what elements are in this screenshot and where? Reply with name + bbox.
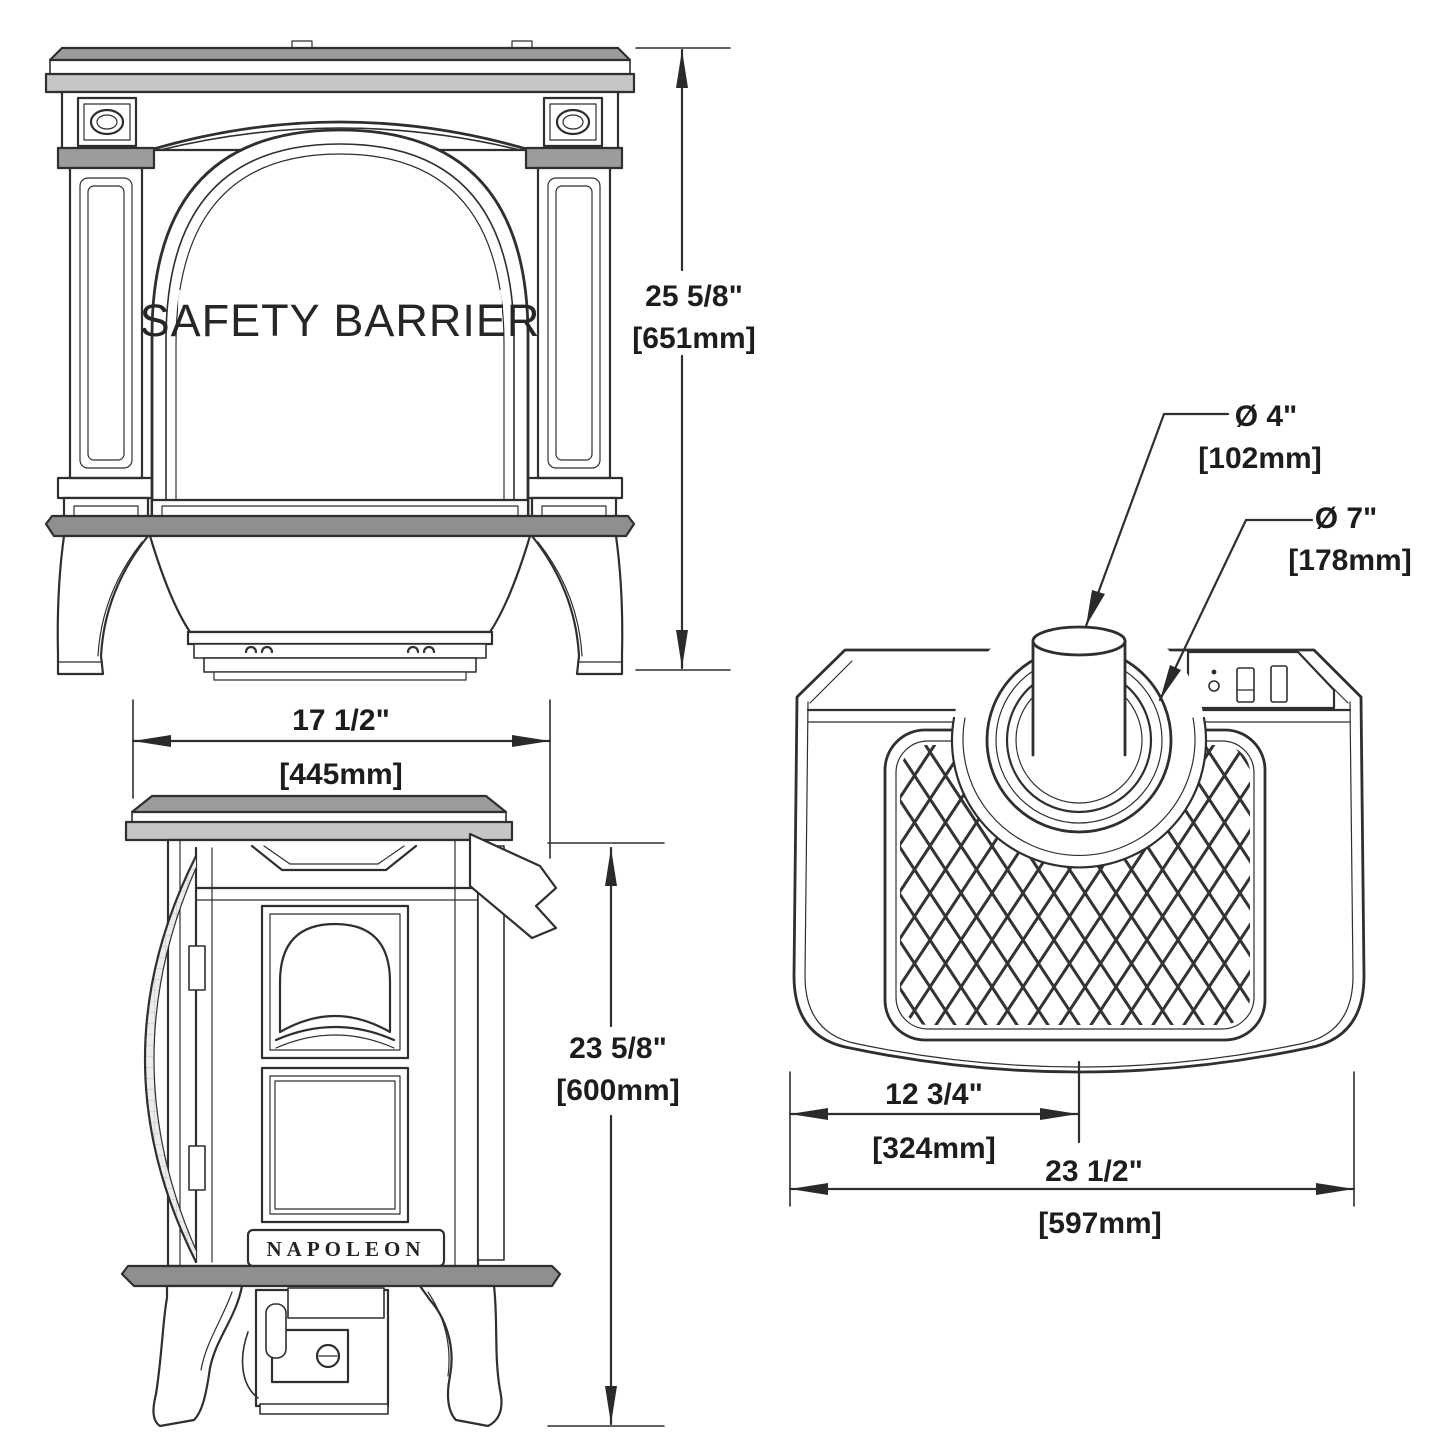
side-width-metric: [445mm]	[279, 758, 402, 791]
front-apron	[148, 534, 532, 681]
label-backplate	[178, 290, 502, 352]
door-hinge	[188, 1145, 206, 1191]
top-offset-metric: [324mm]	[872, 1132, 995, 1165]
medallion-left	[76, 96, 138, 148]
top-view: Ø 4" [102mm] Ø 7" [178mm] 12 3/4" [324mm…	[788, 400, 1412, 1240]
side-height-imperial: 23 5/8"	[569, 1032, 667, 1065]
brand-label: NAPOLEON	[266, 1237, 425, 1261]
front-height-dimension: 25 5/8" [651mm]	[632, 47, 756, 671]
pipe-diameter-imperial: Ø 4"	[1235, 400, 1298, 433]
front-column-left	[56, 146, 156, 534]
side-height-metric: [600mm]	[556, 1074, 679, 1107]
front-mantel	[44, 46, 636, 94]
side-height-dimension: 23 5/8" [600mm]	[547, 842, 680, 1427]
safety-barrier-label: SAFETY BARRIER	[140, 295, 541, 346]
side-lower-panel	[260, 1066, 410, 1224]
safety-screen: SAFETY BARRIER	[140, 128, 541, 524]
collar-diameter-metric: [178mm]	[1288, 544, 1411, 577]
side-leg-rear	[418, 1284, 503, 1428]
front-view: SAFETY BARRIER	[44, 40, 756, 681]
control-panel	[1186, 650, 1336, 710]
side-view: 17 1/2" [445mm]	[120, 699, 680, 1428]
top-width-dimension: 23 1/2" [597mm]	[788, 1155, 1356, 1240]
top-offset-dimension: 12 3/4" [324mm]	[788, 1060, 1355, 1207]
front-leg-left	[56, 534, 150, 676]
front-column-right	[524, 146, 624, 534]
apron-clip	[244, 645, 274, 654]
top-width-imperial: 23 1/2"	[1045, 1155, 1143, 1188]
side-front-profile	[144, 854, 206, 1264]
front-leg-right	[530, 534, 624, 676]
side-mantel	[124, 794, 514, 842]
side-plinth	[120, 1264, 562, 1288]
igniter-dot-icon	[1211, 669, 1217, 675]
apron-clip	[406, 645, 436, 654]
gas-valve-assembly	[241, 1287, 390, 1415]
side-leg-front	[152, 1284, 244, 1428]
door-hinge	[188, 945, 206, 991]
collar-diameter-imperial: Ø 7"	[1315, 502, 1378, 535]
side-width-dimension: 17 1/2" [445mm]	[131, 699, 552, 859]
igniter-knob-icon	[1208, 680, 1220, 692]
side-width-imperial: 17 1/2"	[292, 704, 390, 737]
front-height-imperial: 25 5/8"	[645, 280, 743, 313]
side-upper-panel	[260, 904, 410, 1060]
switch-icon	[1236, 667, 1255, 703]
top-width-metric: [597mm]	[1038, 1207, 1161, 1240]
pipe-diameter-metric: [102mm]	[1198, 442, 1321, 475]
switch-icon	[1270, 665, 1288, 703]
flue-pipe	[1031, 625, 1127, 757]
front-height-metric: [651mm]	[632, 322, 755, 355]
top-offset-imperial: 12 3/4"	[885, 1078, 983, 1111]
vent-flag	[468, 832, 558, 940]
pipe-diameter-leader: Ø 4" [102mm]	[1084, 400, 1322, 628]
pilot-tube	[265, 1303, 287, 1359]
valve-wire	[241, 1331, 259, 1399]
collar-diameter-leader: Ø 7" [178mm]	[1158, 502, 1412, 702]
front-plinth	[44, 514, 636, 538]
brand-plate: NAPOLEON	[246, 1228, 446, 1268]
medallion-right	[542, 96, 604, 148]
